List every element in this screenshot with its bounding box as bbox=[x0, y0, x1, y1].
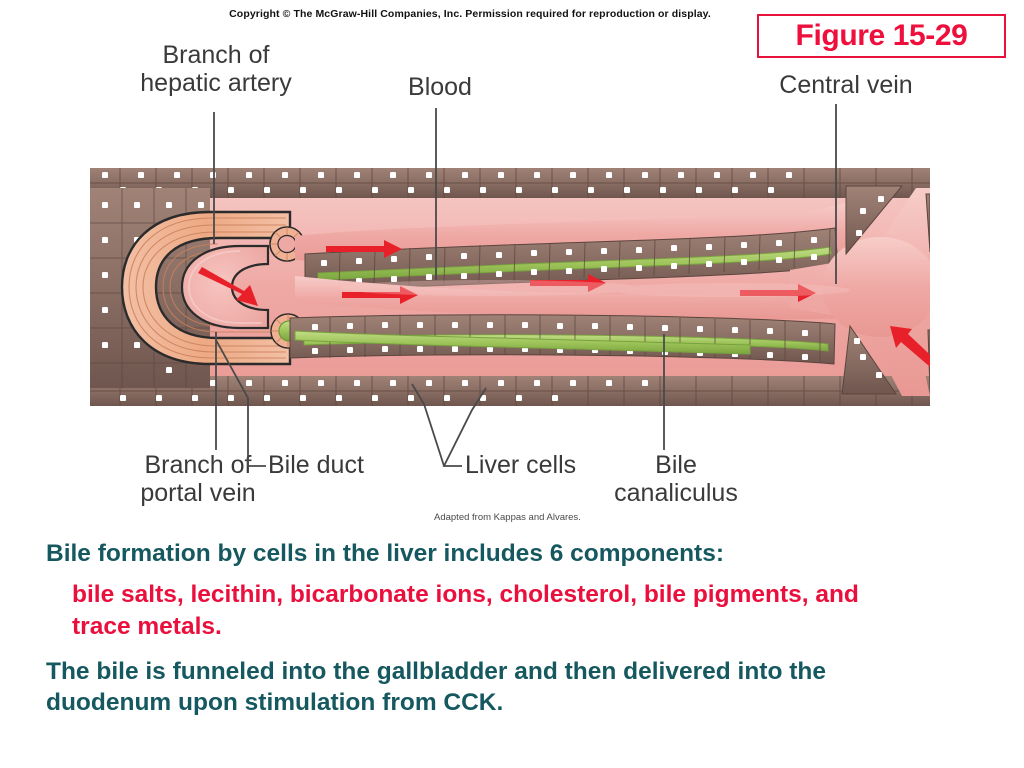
liver-lobule-illustration bbox=[90, 168, 930, 406]
slide-body-text: Bile formation by cells in the liver inc… bbox=[46, 538, 946, 725]
sinusoid-highlights bbox=[340, 280, 850, 297]
liver-lobule-svg bbox=[90, 168, 930, 406]
figure-number-badge: Figure 15-29 bbox=[757, 14, 1006, 58]
label-bile-duct: Bile duct bbox=[268, 451, 364, 479]
body-line-1: Bile formation by cells in the liver inc… bbox=[46, 540, 724, 567]
bile-duct-channel bbox=[294, 330, 751, 355]
arrow-central-vein-bottom bbox=[890, 326, 930, 367]
hepatocyte-band-bottom bbox=[90, 376, 930, 406]
label-central-vein: Central vein bbox=[779, 71, 913, 99]
arrow-into-portal-vein bbox=[198, 267, 258, 306]
body-line-2: bile salts, lecithin, bicarbonate ions, … bbox=[72, 581, 859, 640]
hepatocyte-band-top bbox=[90, 168, 930, 198]
copyright-notice: Copyright © The McGraw-Hill Companies, I… bbox=[229, 8, 711, 20]
label-blood: Blood bbox=[408, 73, 472, 101]
arrow-sinusoid-upper bbox=[326, 240, 402, 258]
flow-arrows bbox=[198, 240, 930, 367]
sinusoid-middle bbox=[295, 276, 850, 320]
hepatocyte-plate-upper bbox=[304, 227, 839, 293]
body-line-3: The bile is funneled into the gallbladde… bbox=[46, 658, 826, 717]
arrow-to-central-vein bbox=[740, 284, 816, 302]
arrow-sinusoid-mid bbox=[530, 274, 606, 292]
diagram-attribution: Adapted from Kappas and Alvares. bbox=[434, 512, 581, 523]
label-branch-of-hepatic-artery: Branch of hepatic artery bbox=[140, 41, 292, 97]
portal-vein-lumen bbox=[180, 244, 270, 330]
arrow-sinusoid-upper-2 bbox=[342, 286, 418, 304]
label-bile-canaliculus: Bile canaliculus bbox=[614, 451, 738, 507]
figure-number-label: Figure 15-29 bbox=[795, 19, 968, 52]
